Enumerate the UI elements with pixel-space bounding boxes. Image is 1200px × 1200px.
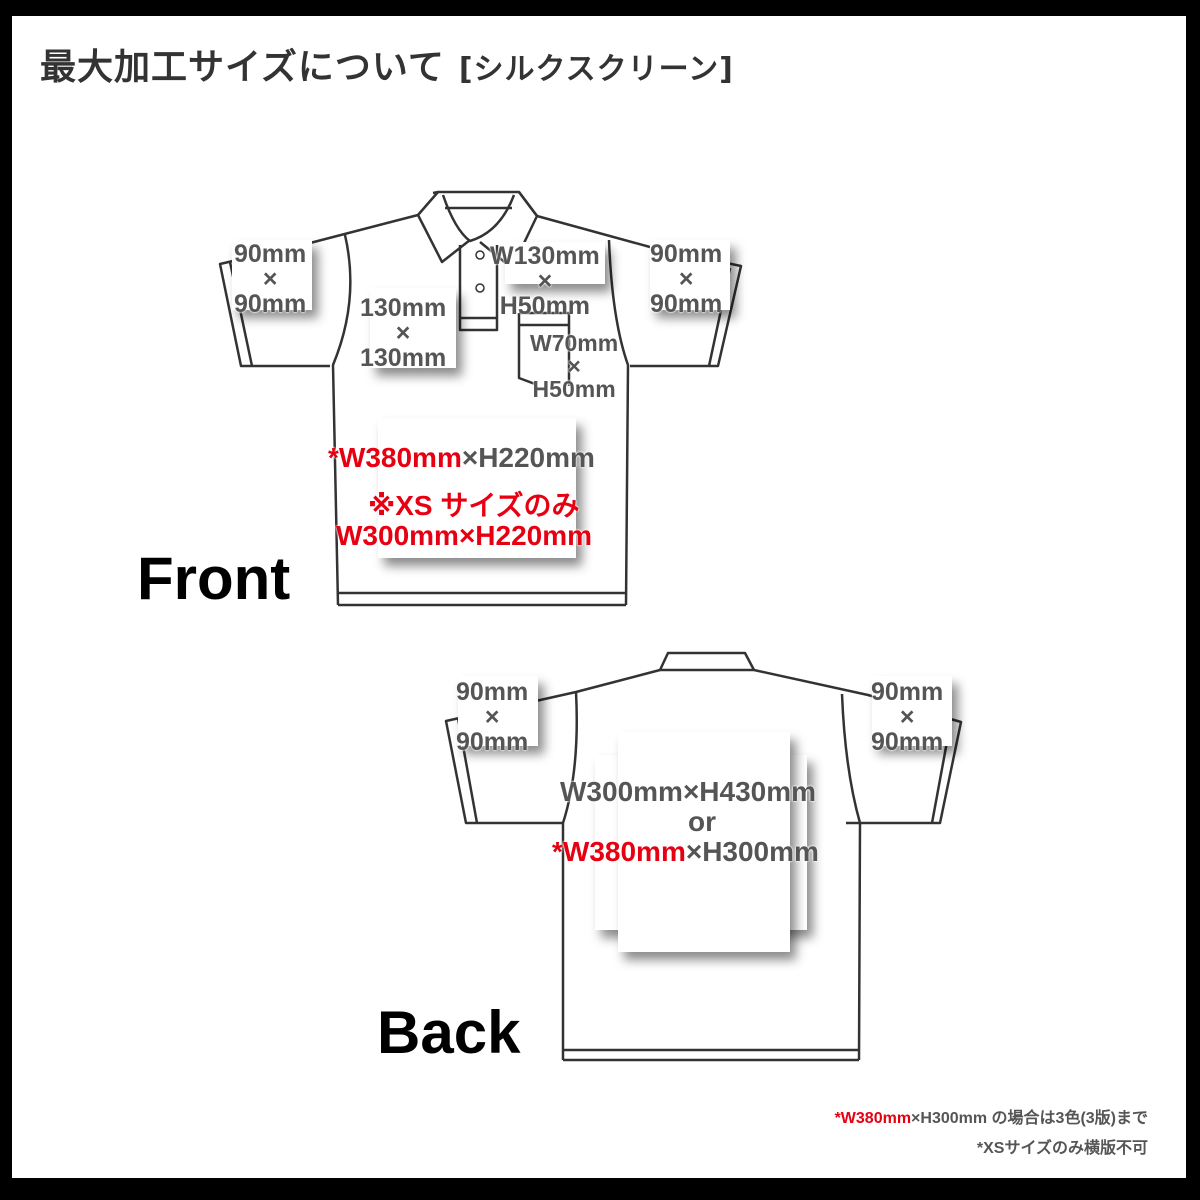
front-view-label: Front xyxy=(137,545,291,612)
front-left-sleeve-zone xyxy=(232,240,312,310)
front-left-chest-label: 130mm×130mm xyxy=(360,294,447,372)
front-xs-note: ※XS サイズのみ xyxy=(368,490,580,521)
front-right-sleeve-label: 90mm×90mm xyxy=(650,240,723,318)
back-body-zone-tall xyxy=(618,732,790,952)
back-left-sleeve-label: 90mm×90mm xyxy=(456,678,529,756)
front-right-sleeve-zone xyxy=(650,240,730,310)
front-pocket-label: W70mm×H50mm xyxy=(530,330,619,402)
back-body-option2: *W380mm×H300mm xyxy=(552,836,819,867)
back-view-label: Back xyxy=(377,999,521,1066)
back-shirt-outline xyxy=(444,651,963,1062)
back-body-option1: W300mm×H430mm xyxy=(560,776,817,807)
front-right-chest-zone xyxy=(505,242,605,284)
front-body-zone xyxy=(378,418,576,558)
front-body-label: *W380mm×H220mm xyxy=(328,442,595,473)
title-subtitle: [シルクスクリーン] xyxy=(458,52,734,87)
front-left-chest-zone xyxy=(370,288,456,368)
title-main: 最大加工サイズについて xyxy=(40,47,445,88)
back-left-sleeve-zone xyxy=(458,676,538,746)
footnote-xs-limit: *XSサイズのみ横版不可 xyxy=(976,1140,1148,1157)
footnote-color-limit: *W380mm×H300mm の場合は3色(3版)まで xyxy=(834,1110,1148,1127)
diagram-frame xyxy=(12,16,1186,1178)
back-right-sleeve-label: 90mm×90mm xyxy=(871,678,944,756)
page-title: 最大加工サイズについて [シルクスクリーン] xyxy=(40,38,734,90)
front-shirt-outline xyxy=(218,190,743,607)
back-right-sleeve-zone xyxy=(872,676,952,746)
front-right-chest-label: W130mm×H50mm xyxy=(490,242,600,320)
front-left-sleeve-label: 90mm×90mm xyxy=(234,240,307,318)
back-body-or: or xyxy=(688,806,716,837)
front-xs-size: W300mm×H220mm xyxy=(336,520,593,551)
